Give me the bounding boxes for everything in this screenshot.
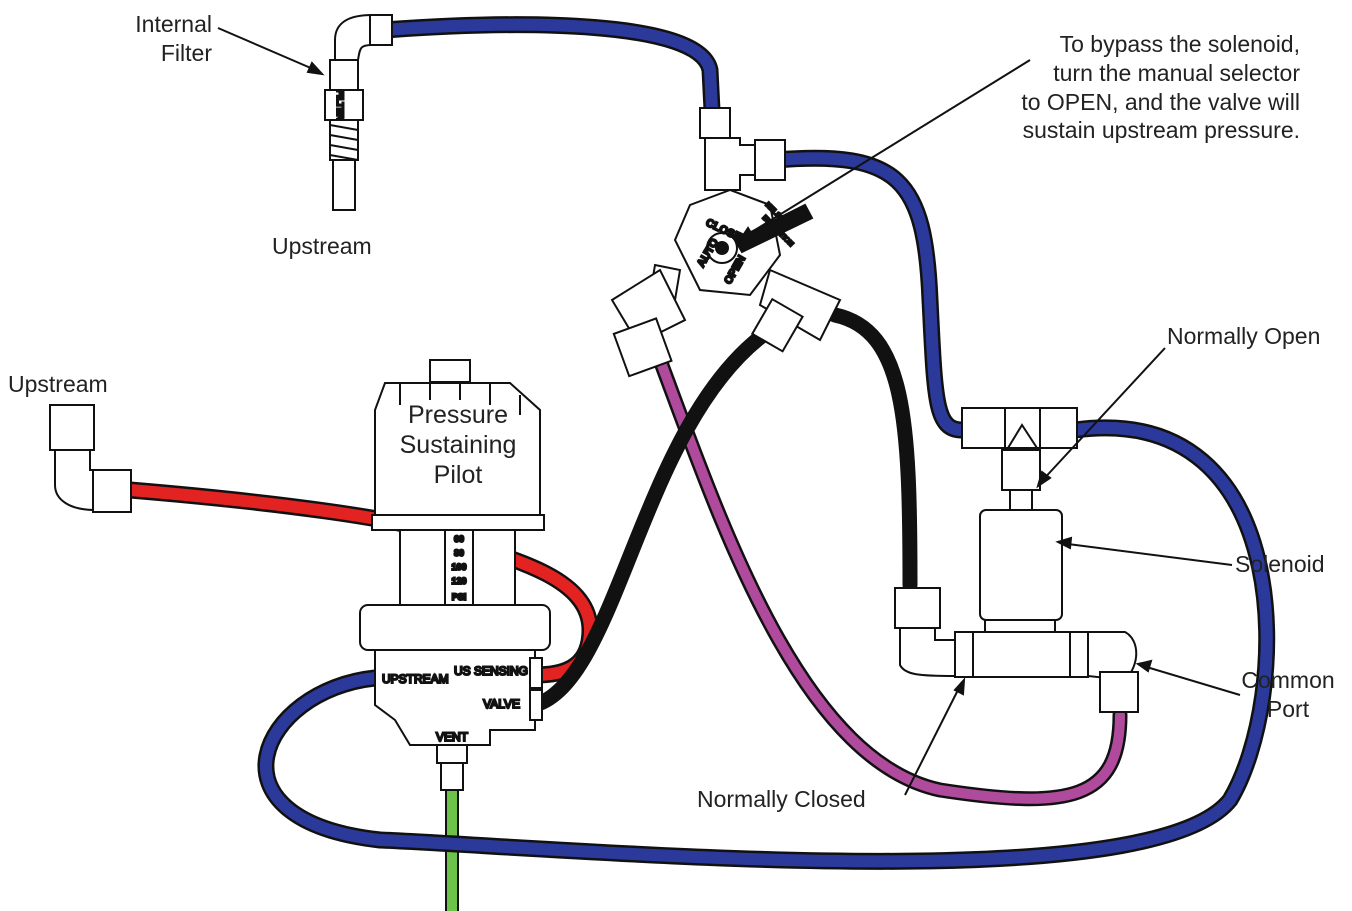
bypass-note: To bypass the solenoid, turn the manual …: [1021, 31, 1300, 144]
port-valve-label: VALVE: [483, 697, 520, 711]
svg-text:60: 60: [454, 534, 464, 544]
common-port-label: Common Port: [1241, 667, 1335, 722]
normally-closed-label: Normally Closed: [697, 786, 866, 812]
svg-text:100: 100: [451, 562, 466, 572]
black-tube-valve: [527, 322, 778, 713]
svg-text:80: 80: [454, 548, 464, 558]
solenoid-assembly: [894, 407, 1139, 713]
top-tee-fitting: [699, 107, 786, 191]
port-vent-label: VENT: [436, 730, 469, 744]
normally-open-label: Normally Open: [1167, 323, 1321, 349]
upstream-top-label: Upstream: [272, 233, 372, 259]
leader-lines: [217, 27, 1241, 796]
port-upstream-label: UPSTREAM: [382, 672, 449, 686]
svg-text:120: 120: [451, 576, 466, 586]
upstream-left-label: Upstream: [8, 371, 108, 397]
black-tube-normally-closed: [827, 307, 918, 593]
port-us-sensing-label: US SENSING: [454, 664, 528, 678]
manual-selector-valve[interactable]: AUTO CLOSE OPEN NELSON IRRIGATION: [610, 188, 842, 378]
pressure-sustaining-pilot: 60 80 100 120 PSI UPSTREAM US SENSING VA…: [359, 359, 551, 791]
internal-filter-label: Internal Filter: [135, 11, 212, 66]
solenoid-label: Solenoid: [1235, 551, 1325, 577]
svg-text:PSI: PSI: [452, 592, 467, 602]
upstream-elbow-left: [49, 404, 132, 513]
internal-filter-fitting: FILTER: [324, 13, 393, 211]
solenoid-coil: [979, 509, 1063, 621]
filter-marking: FILTER: [335, 90, 345, 121]
pilot-label: Pressure Sustaining Pilot: [399, 401, 517, 489]
